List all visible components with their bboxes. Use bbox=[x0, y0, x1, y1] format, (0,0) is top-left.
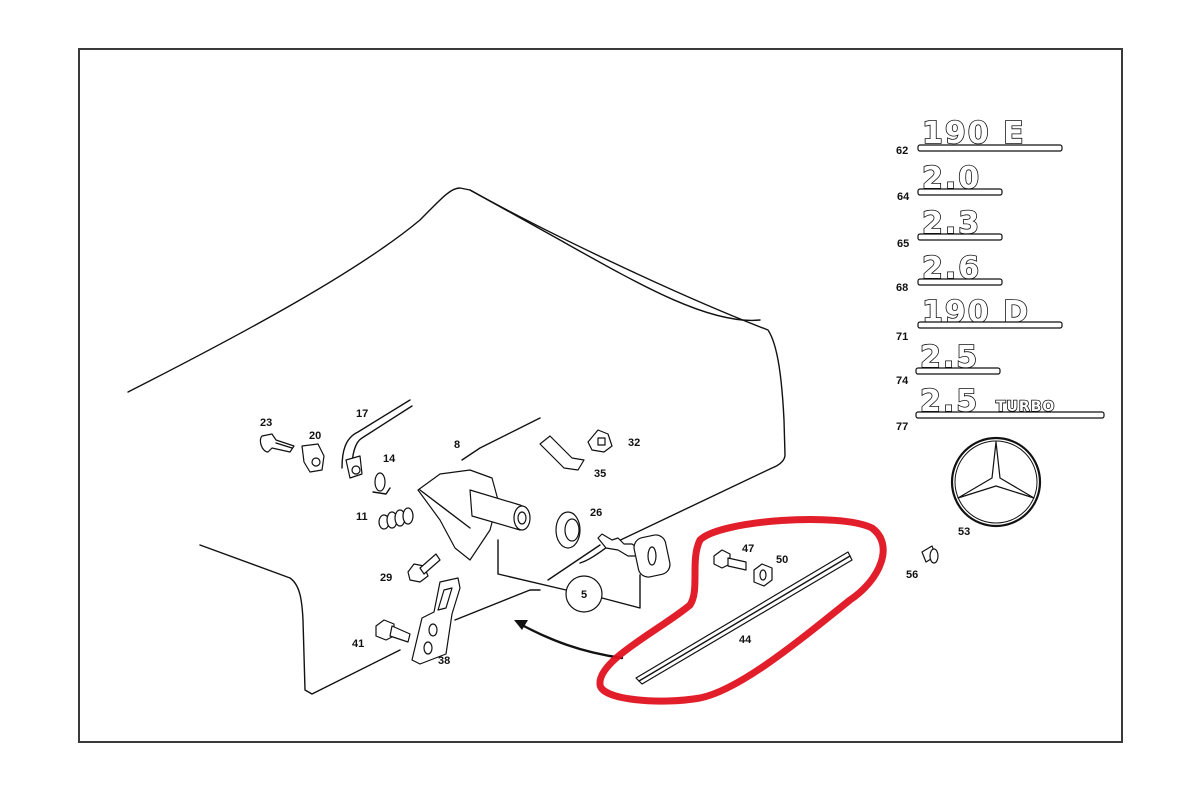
part-labels: 23 20 17 14 11 8 35 32 26 29 41 38 47 50… bbox=[260, 145, 970, 667]
badge-71[interactable]: 190 D bbox=[917, 294, 1063, 331]
part-26-grommet[interactable] bbox=[555, 511, 581, 549]
part-32-clip[interactable] bbox=[587, 429, 613, 453]
part-41-bolt[interactable] bbox=[375, 619, 411, 643]
badge-62[interactable]: 190 E bbox=[917, 115, 1063, 152]
part-47-bolt[interactable] bbox=[713, 549, 747, 571]
label-8: 8 bbox=[454, 439, 460, 451]
label-14: 14 bbox=[383, 453, 396, 465]
label-17: 17 bbox=[356, 408, 368, 420]
part-29-bolt[interactable] bbox=[407, 553, 441, 583]
label-50: 50 bbox=[776, 554, 788, 566]
label-29: 29 bbox=[380, 572, 392, 584]
part-20-clip[interactable] bbox=[301, 443, 325, 473]
badge-77[interactable]: 2.5 TURBO bbox=[915, 383, 1105, 420]
badge-68[interactable]: 2.6 bbox=[917, 250, 1003, 287]
part-38-striker[interactable] bbox=[411, 577, 461, 665]
label-35: 35 bbox=[594, 468, 606, 480]
part-14-bracket[interactable] bbox=[372, 472, 391, 495]
label-68: 68 bbox=[896, 282, 908, 294]
label-11: 11 bbox=[356, 511, 368, 523]
part-53-star-emblem[interactable] bbox=[950, 436, 1042, 528]
label-47: 47 bbox=[742, 543, 754, 555]
part-50-nut[interactable] bbox=[753, 563, 773, 587]
badge-74[interactable]: 2.5 bbox=[915, 339, 1001, 376]
label-64: 64 bbox=[897, 191, 910, 203]
label-23: 23 bbox=[260, 417, 272, 429]
part-17-rod[interactable] bbox=[341, 399, 413, 479]
callout-5: 5 bbox=[497, 539, 641, 613]
direction-arrow bbox=[514, 620, 624, 660]
diagram-frame bbox=[78, 48, 1123, 743]
part-8-lock-assembly[interactable] bbox=[417, 417, 541, 561]
label-38: 38 bbox=[438, 655, 450, 667]
callout-5-label: 5 bbox=[581, 589, 587, 601]
label-65: 65 bbox=[897, 238, 909, 250]
part-35-plate[interactable] bbox=[539, 435, 585, 471]
label-20: 20 bbox=[309, 430, 321, 442]
part-44-highlight-outline bbox=[596, 515, 887, 705]
label-71: 71 bbox=[896, 331, 908, 343]
badge-64[interactable]: 2.0 bbox=[917, 160, 1003, 197]
part-44-trim-strip[interactable] bbox=[635, 551, 853, 685]
label-44: 44 bbox=[739, 634, 752, 646]
label-56: 56 bbox=[906, 569, 918, 581]
badge-65[interactable]: 2.3 bbox=[917, 205, 1003, 242]
label-53: 53 bbox=[958, 526, 970, 538]
lock-key[interactable] bbox=[597, 533, 672, 579]
label-26: 26 bbox=[590, 507, 602, 519]
label-77: 77 bbox=[896, 421, 908, 433]
part-56-grommet[interactable] bbox=[921, 545, 939, 564]
label-74: 74 bbox=[896, 375, 909, 387]
part-23-screw[interactable] bbox=[259, 433, 295, 453]
label-32: 32 bbox=[628, 437, 640, 449]
label-41: 41 bbox=[352, 638, 364, 650]
part-11-spring[interactable] bbox=[378, 507, 414, 530]
label-62: 62 bbox=[896, 145, 908, 157]
